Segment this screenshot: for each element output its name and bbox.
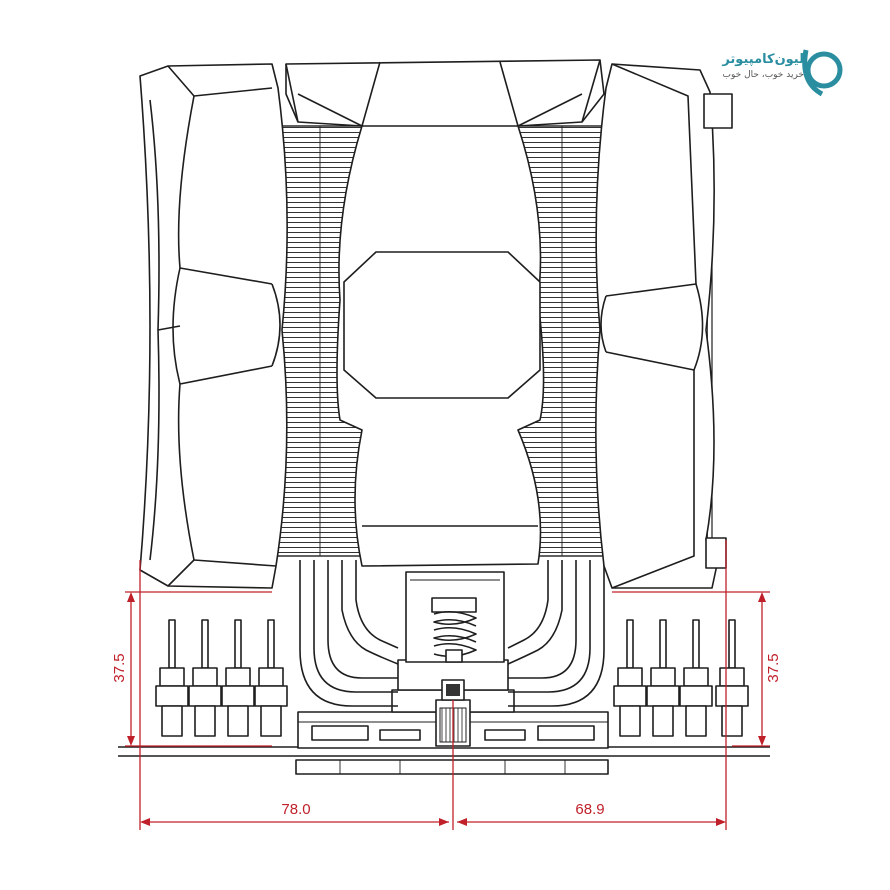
spring xyxy=(405,571,505,663)
center-hub xyxy=(343,251,541,399)
dim-left-height: 37.5 xyxy=(111,653,128,682)
fan-left xyxy=(139,63,288,589)
dim-right-width: 68.9 xyxy=(575,801,604,818)
brand-name: لیون‌کامپیوتر xyxy=(722,52,804,67)
dim-right-height: 37.5 xyxy=(765,653,782,682)
brand-tagline: خرید خوب، حال خوب xyxy=(722,70,804,80)
brand-watermark: لیون‌کامپیوتر خرید خوب، حال خوب xyxy=(700,46,850,94)
heat-pipes xyxy=(299,560,605,707)
fan-right xyxy=(595,63,733,589)
dim-left-width: 78.0 xyxy=(281,801,310,818)
memory-slots-left xyxy=(155,619,288,737)
dimension-lines xyxy=(125,540,770,830)
center-shroud xyxy=(285,59,605,567)
brand-logo-icon xyxy=(802,49,843,97)
mounting-bracket xyxy=(297,659,609,749)
motherboard-base xyxy=(118,746,770,775)
memory-slots-right xyxy=(613,619,749,737)
